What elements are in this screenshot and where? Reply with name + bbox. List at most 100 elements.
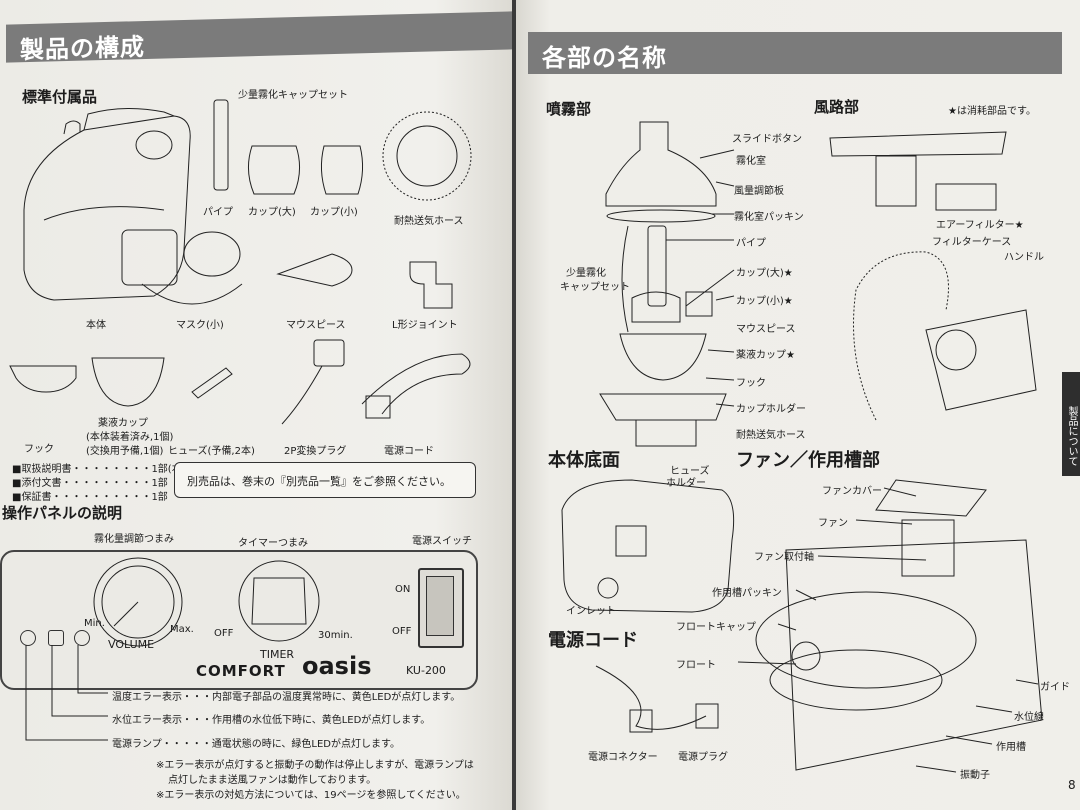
water-level-icon xyxy=(48,630,64,646)
l-joint-icon xyxy=(409,261,453,309)
label-hook: フック xyxy=(24,444,54,455)
label-fuse-holder-1: ヒューズ xyxy=(670,466,710,477)
medicine-cup-icon xyxy=(91,357,165,407)
label-30min: 30min. xyxy=(318,630,353,641)
label-connector: 電源コネクター xyxy=(588,752,658,763)
label-guide: ガイド xyxy=(1040,682,1070,693)
label-fan-cover: ファンカバー xyxy=(822,486,882,497)
label-mouthpiece: マウスピース xyxy=(286,320,346,331)
brand-oasis: oasis xyxy=(302,652,372,680)
pipe-icon xyxy=(213,99,229,191)
hose-icon xyxy=(382,111,472,201)
indicator-temp: 温度エラー表示・・・内部電子部品の温度異常時に、黄色LEDが点灯します。 xyxy=(112,688,460,703)
timer-knob-icon[interactable] xyxy=(234,558,324,644)
label-cup-large: カップ(大) xyxy=(248,207,296,218)
label-fan-shaft: ファン取付軸 xyxy=(754,552,814,563)
power-switch-face xyxy=(426,576,454,636)
doc-item-attached: ■添付文書・・・・・・・・・1部 xyxy=(12,478,168,489)
label-inlet: インレット xyxy=(566,606,616,617)
label-fuse: ヒューズ(予備,2本) xyxy=(168,446,255,457)
label-tank-packing: 作用槽パッキン xyxy=(712,588,782,599)
note-3: ※エラー表示の対処方法については、19ページを参照してください。 xyxy=(156,790,466,801)
label-med-cup-r: 薬液カップ★ xyxy=(736,350,795,361)
label-hook-r: フック xyxy=(736,378,766,389)
label-timer-off: OFF xyxy=(214,628,234,639)
temp-error-icon xyxy=(74,630,90,646)
label-pipe-r: パイプ xyxy=(736,238,766,249)
control-panel: Min. Max. VOLUME OFF 30min. TIMER ON OFF… xyxy=(0,550,478,690)
cord-heading: 電源コード xyxy=(548,630,638,651)
label-small-cap-1: 少量霧化 xyxy=(566,268,606,279)
bottom-unit-illustration xyxy=(561,479,735,613)
right-page: 各部の名称 ★は消耗部品です。 噴霧部 風路部 霧化室 風量調節板 霧化室パッキ… xyxy=(516,0,1080,810)
label-power-cord: 電源コード xyxy=(384,446,434,457)
spray-heading: 噴霧部 xyxy=(546,100,592,118)
plug-icon xyxy=(281,339,345,425)
label-mask: マスク(小) xyxy=(176,320,224,331)
label-tank: 作用槽 xyxy=(996,742,1026,753)
standard-heading: 標準付属品 xyxy=(22,88,98,106)
label-switch-on: ON xyxy=(395,584,411,595)
spray-leader-lines xyxy=(621,149,735,407)
label-fog-chamber: 霧化室 xyxy=(736,156,766,167)
label-hose-r: 耐熱送気ホース xyxy=(736,430,806,441)
side-tab-label: 製品について xyxy=(1066,406,1077,466)
label-medicine-cup-2: (本体装着済み,1個) xyxy=(86,432,174,443)
air-heading: 風路部 xyxy=(814,98,860,116)
label-handle: ハンドル xyxy=(1004,252,1044,263)
indicator-leader-lines xyxy=(25,645,108,741)
label-2p-plug: 2P変換プラグ xyxy=(284,446,347,457)
label-nebul-knob: 霧化量調節つまみ xyxy=(94,534,174,545)
separate-note-box: 別売品は、巻末の『別売品一覧』をご参照ください。 xyxy=(174,462,476,498)
mask-icon xyxy=(141,231,243,305)
label-cup-large-r: カップ(大)★ xyxy=(736,268,793,279)
label-slide-button: スライドボタン xyxy=(732,134,802,145)
label-fan: ファン xyxy=(818,518,848,529)
body-unit-illustration xyxy=(23,107,191,301)
fuse-icon xyxy=(191,367,233,399)
label-cup-holder: カップホルダー xyxy=(736,404,806,415)
label-max: Max. xyxy=(170,624,194,635)
note-2: 点灯したまま送風ファンは動作しております。 xyxy=(168,775,377,786)
label-medicine-cup-3: (交換用予備,1個) xyxy=(86,446,164,457)
separate-note: 別売品は、巻末の『別売品一覧』をご参照ください。 xyxy=(187,475,451,488)
label-mouthpiece-r: マウスピース xyxy=(736,324,796,335)
label-min: Min. xyxy=(84,618,105,629)
note-1: ※エラー表示が点灯すると振動子の動作は停止しますが、電源ランプは xyxy=(156,760,474,771)
indicator-water-name: 水位エラー表示 xyxy=(112,715,182,726)
label-float-cap: フロートキャップ xyxy=(676,622,756,633)
indicator-temp-desc: ・・・内部電子部品の温度異常時に、黄色LEDが点灯します。 xyxy=(182,692,461,703)
hose-body-illustration xyxy=(853,251,1037,421)
panel-heading: 操作パネルの説明 xyxy=(2,504,123,522)
label-body: 本体 xyxy=(86,320,106,331)
label-timer-knob: タイマーつまみ xyxy=(238,538,308,549)
power-cord-icon xyxy=(361,353,471,419)
label-chamber-packing: 霧化室パッキン xyxy=(734,212,804,223)
cup-small-icon xyxy=(320,145,364,195)
side-tab[interactable]: 製品について xyxy=(1062,372,1080,476)
label-medicine-cup: 薬液カップ xyxy=(98,418,148,429)
power-lamp-icon xyxy=(20,630,36,646)
mouthpiece-icon xyxy=(276,253,353,287)
power-switch-rocker[interactable] xyxy=(418,568,464,648)
label-pipe: パイプ xyxy=(203,207,233,218)
label-small-cap-2: キャップセット xyxy=(560,282,630,293)
volume-knob-icon[interactable] xyxy=(90,554,186,650)
label-water-line: 水位線 xyxy=(1014,712,1044,723)
label-volume: VOLUME xyxy=(108,638,155,651)
label-air-plate: 風量調節板 xyxy=(734,186,784,197)
page-number: 8 xyxy=(1068,778,1076,792)
right-banner-title: 各部の名称 xyxy=(542,44,667,72)
label-timer: TIMER xyxy=(260,648,295,661)
consumable-note: ★は消耗部品です。 xyxy=(948,106,1036,117)
label-cup-small-r: カップ(小)★ xyxy=(736,296,793,307)
label-filter-case: フィルターケース xyxy=(932,237,1012,248)
label-cup-small: カップ(小) xyxy=(310,207,358,218)
indicator-water-desc: ・・・作用槽の水位低下時に、黄色LEDが点灯します。 xyxy=(182,715,431,726)
label-power-switch: 電源スイッチ xyxy=(412,536,472,547)
indicator-power-desc: ・・・・・通電状態の時に、緑色LEDが点灯します。 xyxy=(161,739,400,750)
doc-item-manual: ■取扱説明書・・・・・・・・1部(本書) xyxy=(12,464,196,475)
indicator-water: 水位エラー表示・・・作用槽の水位低下時に、黄色LEDが点灯します。 xyxy=(112,711,430,726)
cord-illustration xyxy=(595,665,719,733)
